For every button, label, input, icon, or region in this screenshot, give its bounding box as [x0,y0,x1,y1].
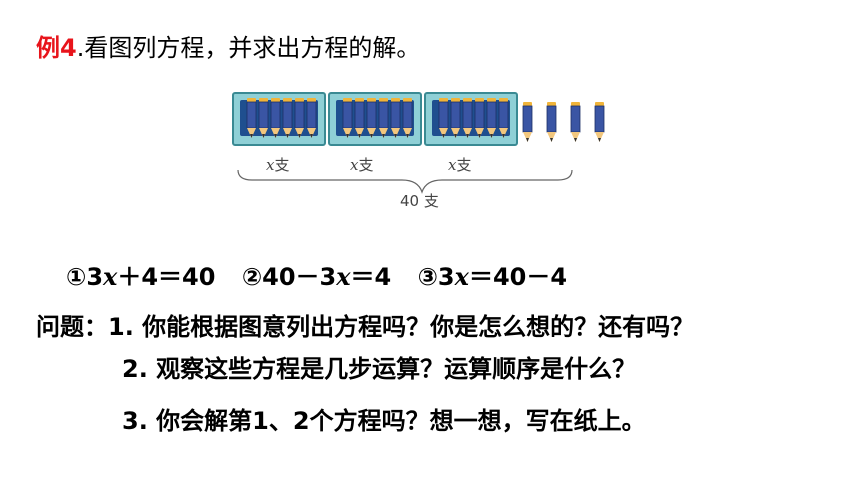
pencil-icon [342,98,353,138]
eq2-prefix: ②40－3 [241,263,337,291]
equations-row: ①3x＋4＝40 ②40－3x＝4 ③3x＝40－4 [66,260,585,294]
pencil-icon [354,98,365,138]
pencil-figure: x支 x支 x支 40 支 [232,86,622,216]
eq3-suffix: ＝40－4 [468,263,568,291]
box-label-2: x支 [350,154,373,175]
equation-2: ②40－3x＝4 [241,262,392,291]
pencil-icon [594,102,605,142]
pencil-icon [294,98,305,138]
equation-3: ③3x＝40－4 [417,262,568,291]
pencil-icon [462,98,473,138]
box-label-1: x支 [266,154,289,175]
box-label-unit: 支 [456,156,472,174]
eq2-suffix: ＝4 [350,263,392,291]
pencil-icon [546,102,557,142]
pencil-icon [486,98,497,138]
pencil-icon [306,98,317,138]
pencil-icon [402,98,413,138]
eq1-suffix: ＋4＝40 [117,263,216,291]
pencil-icon [474,98,485,138]
eq3-var: x [454,262,469,291]
pencil-icon [438,98,449,138]
eq1-prefix: ①3 [66,263,104,291]
eq1-var: x [103,262,118,291]
equation-1: ①3x＋4＝40 [66,262,216,291]
pencil-icon [270,98,281,138]
eq2-var: x [336,262,351,291]
pencil-icon [450,98,461,138]
pencil-icon [498,98,509,138]
pencil-icon [258,98,269,138]
pencil-icon [246,98,257,138]
pencil-icon [366,98,377,138]
question-2: 2. 观察这些方程是几步运算？运算顺序是什么？ [122,355,637,383]
pencil-icon [522,102,533,142]
total-brace [237,169,573,194]
pencil-icon [570,102,581,142]
box-label-var: x [350,156,359,174]
example-number: 例4 [36,34,77,62]
pencil-icon [282,98,293,138]
example-title: 例4.看图列方程，并求出方程的解。 [36,30,420,66]
box-label-3: x支 [448,154,471,175]
total-label: 40 支 [400,192,439,210]
pencil-icon [378,98,389,138]
question-3: 3. 你会解第1、2个方程吗？想一想，写在纸上。 [122,407,646,435]
box-label-var: x [266,156,275,174]
box-label-unit: 支 [274,156,290,174]
pencil-icon [390,98,401,138]
example-instruction: .看图列方程，并求出方程的解。 [76,34,421,62]
box-label-var: x [448,156,457,174]
question-1: 问题：1. 你能根据图意列出方程吗？你是怎么想的？还有吗？ [36,313,695,341]
box-label-unit: 支 [358,156,374,174]
eq3-prefix: ③3 [417,263,455,291]
